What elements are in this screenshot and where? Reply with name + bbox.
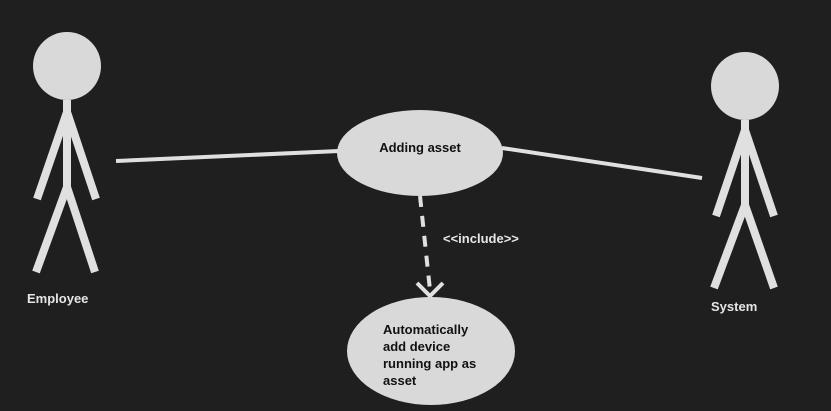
system-label: System	[711, 299, 758, 314]
include-label: <<include>>	[443, 231, 519, 246]
association-adding-asset-system	[501, 146, 703, 180]
system-actor	[710, 52, 779, 290]
association-employee-adding-asset	[115, 149, 340, 163]
include-dependency-arrow	[415, 195, 445, 299]
use-case-adding-asset	[337, 110, 503, 196]
use-case-auto-add-device-label: Automatically add device running app as …	[383, 322, 477, 388]
employee-label: Employee	[27, 291, 89, 306]
employee-actor	[32, 32, 101, 274]
use-case-auto-add-device	[347, 297, 515, 405]
employee-head	[33, 32, 101, 100]
system-head	[711, 52, 779, 120]
use-case-adding-asset-label: Adding asset	[379, 140, 461, 155]
